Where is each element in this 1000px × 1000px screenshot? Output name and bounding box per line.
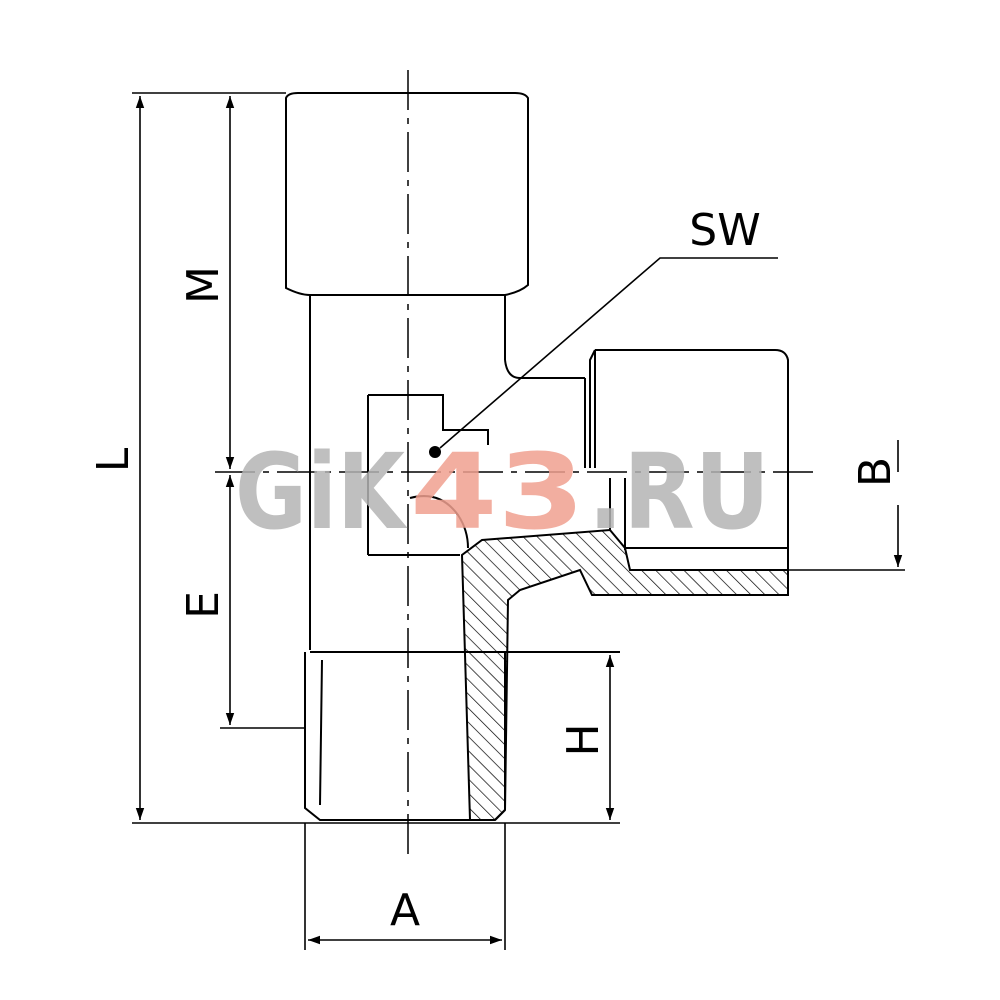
label-E: E [178,591,229,619]
center-lines [215,70,820,860]
label-M: M [178,266,229,304]
top-port-outline [285,92,529,296]
label-B: B [850,457,901,487]
watermark-part1: GiK [235,431,408,553]
label-SW: SW [689,205,760,256]
dim-SW-leader [439,257,778,449]
watermark: GiK 43 .RU [235,431,770,553]
watermark-part2: 43 [410,431,585,553]
section-hatching [460,468,789,821]
internal-cavity [368,394,489,445]
watermark-part3: .RU [588,431,770,553]
sw-leader-dot [429,446,441,458]
body-fillet [504,359,585,379]
label-H: H [558,723,609,756]
label-A: A [390,885,420,936]
label-L: L [88,447,139,472]
side-port-outline [584,349,789,468]
dimensions [132,92,905,950]
